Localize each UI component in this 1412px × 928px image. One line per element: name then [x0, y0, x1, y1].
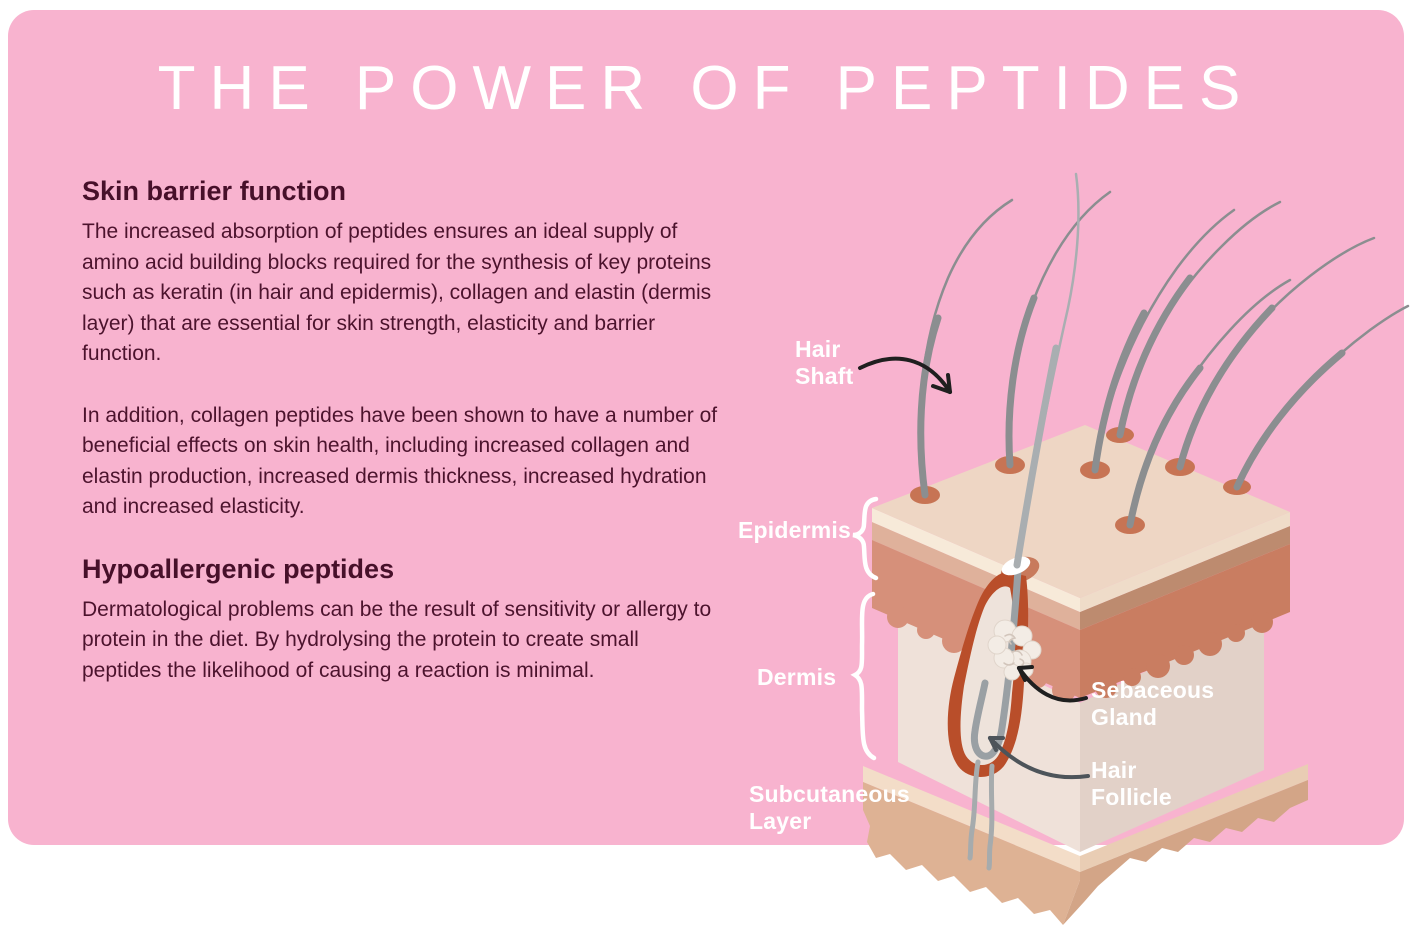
page-title: THE POWER OF PEPTIDES: [157, 54, 1255, 123]
paragraph-hypoallergenic-1: Dermatological problems can be the resul…: [82, 597, 712, 682]
hair-strands: [917, 190, 1410, 529]
label-line: Sebaceous: [1091, 677, 1215, 703]
label-line: Subcutaneous: [749, 781, 910, 807]
label-line: Hair: [1091, 757, 1137, 783]
label-hair-shaft: Hair Shaft: [795, 336, 854, 390]
label-line: Shaft: [795, 363, 854, 389]
label-line: Layer: [749, 808, 812, 834]
label-line: Follicle: [1091, 784, 1172, 810]
hair-follicle-arrow: [988, 736, 1090, 780]
label-subcutaneous-layer: Subcutaneous Layer: [749, 781, 910, 835]
hair-shaft-arrow: [858, 356, 952, 394]
section-heading-hypoallergenic: Hypoallergenic peptides: [82, 553, 395, 584]
paragraph-skin-barrier-2: In addition, collagen peptides have been…: [82, 403, 718, 519]
dermis-brace: [850, 591, 877, 761]
label-dermis: Dermis: [757, 664, 836, 691]
sebaceous-gland-arrow: [1017, 665, 1088, 703]
epidermis-brace: [852, 496, 879, 581]
label-line: Dermis: [757, 664, 837, 690]
hair-root-lines: [967, 759, 995, 871]
label-line: Hair: [795, 336, 841, 362]
text-column: Skin barrier function The increased abso…: [82, 176, 718, 717]
section-heading-skin-barrier: Skin barrier function: [82, 176, 347, 206]
paragraph-skin-barrier-1: The increased absorption of peptides ens…: [82, 220, 712, 366]
label-line: Gland: [1091, 704, 1158, 730]
skin-diagram-illustration: [850, 172, 1410, 925]
label-hair-follicle: Hair Follicle: [1091, 757, 1172, 811]
label-epidermis: Epidermis: [738, 517, 851, 544]
label-sebaceous-gland: Sebaceous Gland: [1091, 677, 1214, 731]
label-line: Epidermis: [738, 517, 852, 543]
